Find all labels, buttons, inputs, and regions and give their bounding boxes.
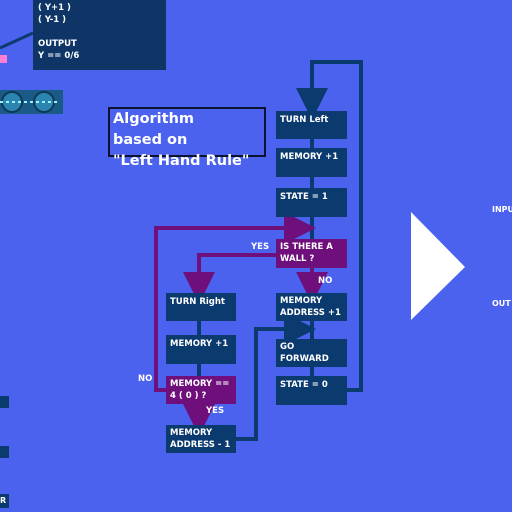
input-edge-label: INPU [492, 205, 512, 214]
arrow-addrminus-go [236, 313, 316, 441]
arrow-wall-yes [183, 253, 278, 304]
yes-label-memory: YES [206, 406, 225, 416]
turn-right-node: TURN Right [166, 293, 236, 321]
state-one-node: STATE = 1 [276, 188, 347, 217]
is-there-a-wall-decision: IS THERE A WALL ? [276, 239, 347, 268]
diagram-title: Algorithm based on "Left Hand Rule" [113, 111, 250, 169]
memory-address-minus-one-node: MEMORY ADDRESS - 1 [166, 425, 236, 453]
memory-equals-four-decision: MEMORY == 4 ( 0 ) ? [166, 376, 236, 404]
state-zero-node: STATE = 0 [276, 376, 347, 405]
turn-left-node: TURN Left [276, 111, 347, 139]
pink-node-icon [0, 55, 7, 63]
arrow-check-no [154, 212, 316, 392]
panel-connector-line [0, 31, 34, 50]
left-edge-box: R [0, 494, 9, 508]
memory-plus-one-node: MEMORY +1 [276, 148, 347, 177]
left-edge-box [0, 446, 9, 458]
left-edge-label: R [0, 496, 7, 505]
title-frame [108, 107, 266, 157]
no-label-memory: NO [138, 374, 153, 384]
next-arrow-icon[interactable] [408, 212, 468, 322]
memory-plus-one-node-b: MEMORY +1 [166, 335, 236, 364]
output-info-panel: ( Y+1 ) ( Y-1 ) OUTPUT Y == 0/6 [33, 0, 166, 70]
memory-address-plus-one-node: MEMORY ADDRESS +1 [276, 293, 347, 321]
go-forward-node: GO FORWARD [276, 339, 347, 367]
yes-label-wall: YES [251, 242, 270, 252]
arrow-loop-back [296, 60, 363, 392]
left-edge-box [0, 396, 9, 408]
output-edge-label: OUT [492, 299, 511, 308]
no-label-wall: NO [318, 276, 333, 286]
